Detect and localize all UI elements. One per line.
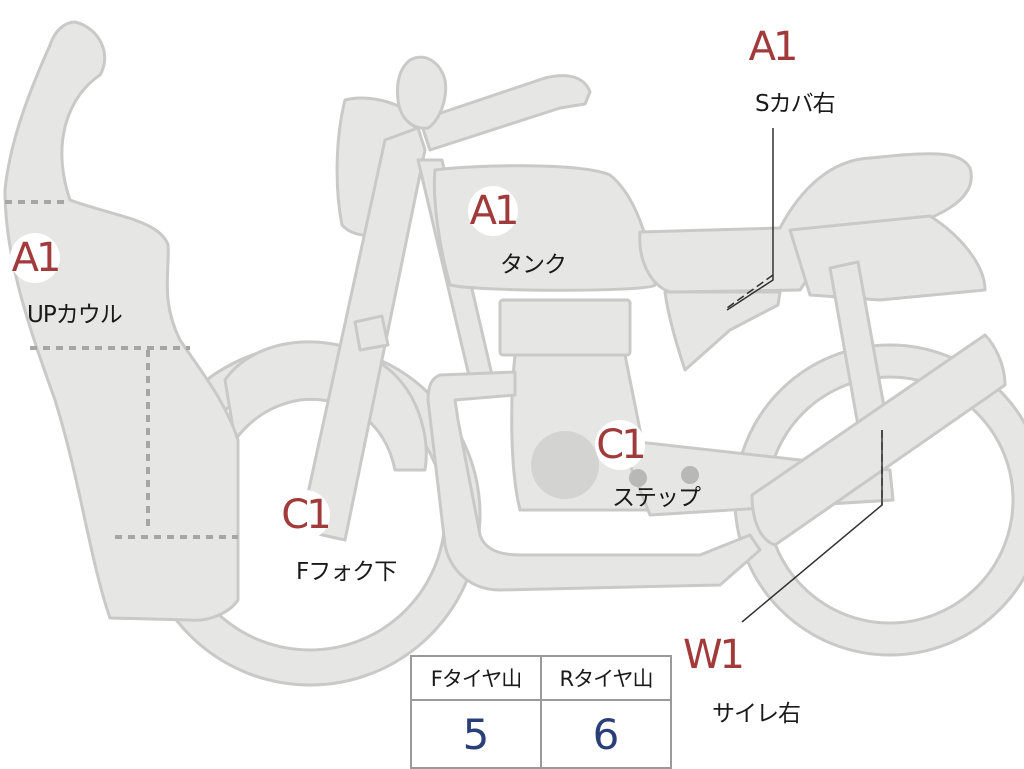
step-label: ステップ — [612, 485, 701, 511]
front-fork-lower-label: Fフォク下 — [296, 559, 397, 585]
upper-cowl-grade: A1 — [10, 233, 61, 283]
silencer-right-grade: W1 — [683, 630, 745, 680]
exhaust-pipes — [426, 370, 762, 592]
step-peg-b — [681, 466, 699, 484]
side-cover — [663, 290, 782, 372]
rear-tire-value: 6 — [540, 699, 672, 769]
fork-cover — [353, 314, 390, 352]
upper-cowl — [3, 20, 240, 622]
handlebar — [418, 74, 592, 152]
s-cover-right-label: Sカバ右 — [755, 91, 836, 117]
seat — [638, 152, 973, 294]
tail-cowl — [788, 214, 987, 302]
rear-tire-header: Rタイヤ山 — [540, 655, 672, 701]
tire-tread-table: Fタイヤ山 Rタイヤ山 5 6 — [410, 655, 672, 769]
tank-grade: A1 — [468, 186, 519, 236]
leader-s-cover-dash — [726, 274, 774, 309]
mirror — [396, 55, 448, 130]
engine-head — [498, 298, 632, 357]
step-grade: C1 — [595, 420, 647, 470]
tire-table-header-row: Fタイヤ山 Rタイヤ山 — [410, 655, 672, 701]
muffler — [750, 333, 1007, 547]
front-tire-value: 5 — [410, 699, 542, 769]
step-peg-a — [629, 469, 647, 487]
silencer-right-label: サイレ右 — [712, 701, 801, 727]
front-tire-header: Fタイヤ山 — [410, 655, 542, 701]
tire-table-value-row: 5 6 — [410, 699, 672, 769]
s-cover-right-grade: A1 — [747, 22, 798, 72]
front-fork-lower-grade: C1 — [280, 490, 332, 540]
upper-cowl-label: UPカウル — [27, 302, 123, 328]
tank-label: タンク — [500, 252, 567, 278]
engine-cover — [531, 431, 599, 499]
leader-s-cover — [726, 128, 774, 311]
